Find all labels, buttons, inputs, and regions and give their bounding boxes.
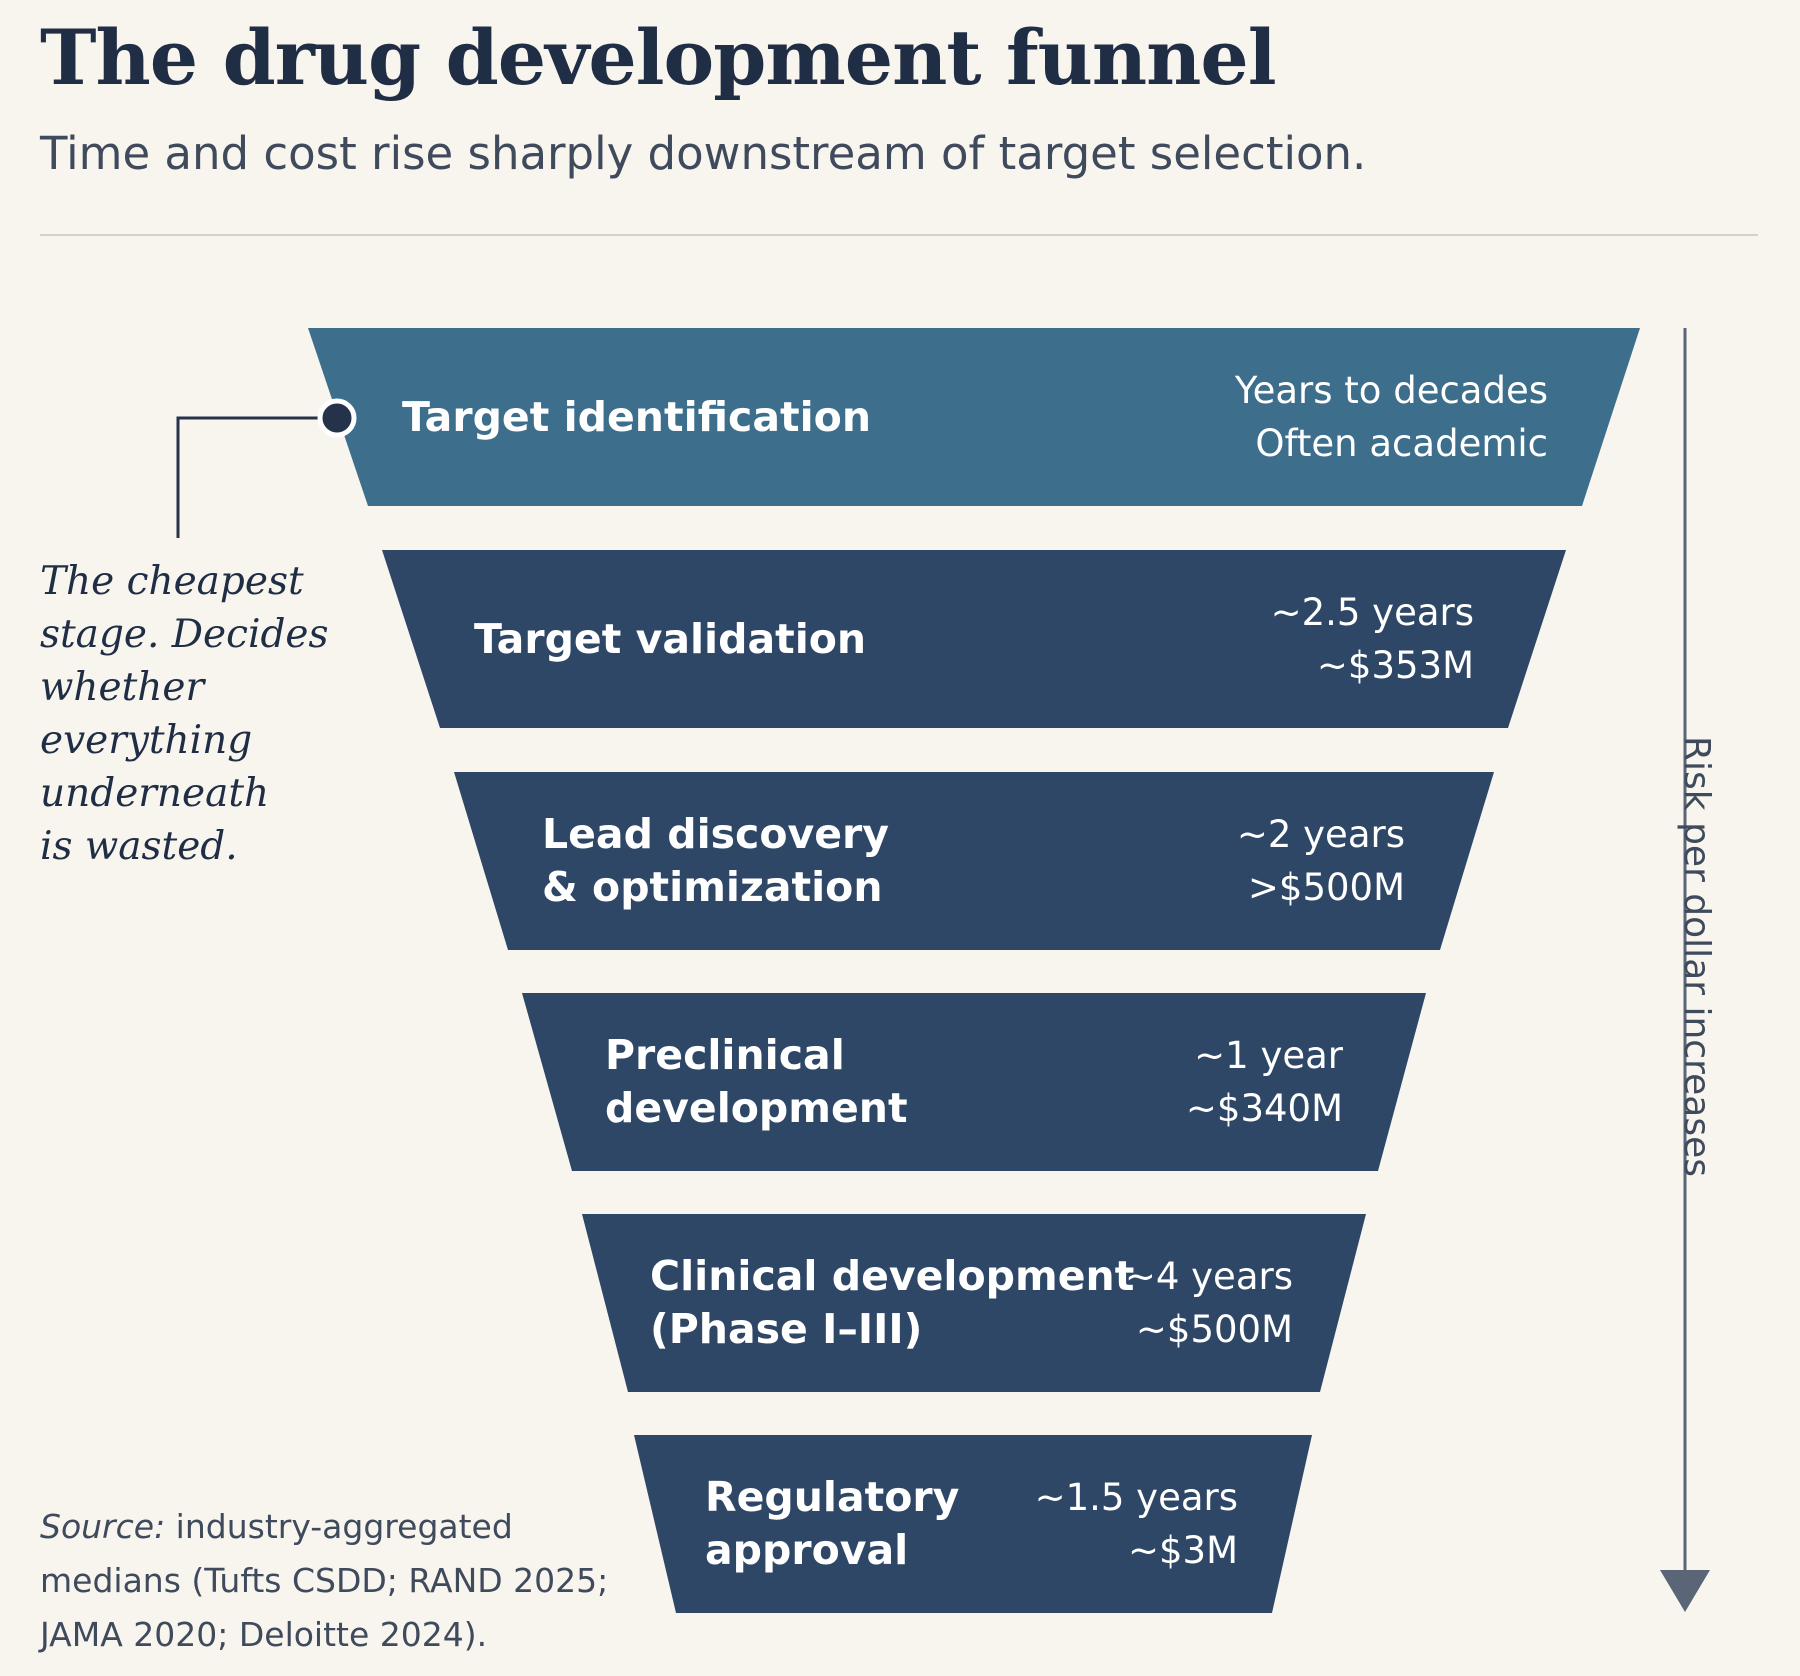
annotation-line: everything — [40, 718, 253, 763]
stage-name: Preclinical development — [605, 1029, 908, 1135]
funnel-stage-shape — [522, 993, 1426, 1171]
stage-cost: ~$500M — [1135, 1308, 1293, 1351]
stage-name-line: Target identification — [402, 392, 872, 441]
stage-name-line: development — [605, 1084, 908, 1132]
header-divider — [40, 234, 1758, 236]
callout-connector — [176, 398, 357, 538]
callout-annotation: The cheapest stage. Decides whether ever… — [40, 555, 329, 873]
page-subtitle: Time and cost rise sharply downstream of… — [40, 127, 1367, 180]
source-line-2: medians (Tufts CSDD; RAND 2025; — [40, 1561, 609, 1600]
stage-cost: ~$340M — [1185, 1087, 1343, 1130]
stage-duration: ~4 years — [1124, 1255, 1293, 1298]
page-title: The drug development funnel — [40, 13, 1277, 102]
stage-name-line: Regulatory — [705, 1473, 960, 1521]
stage-cost: Often academic — [1255, 422, 1548, 465]
stage-cost: ~$353M — [1316, 644, 1474, 687]
risk-axis — [1660, 328, 1710, 1612]
risk-axis-arrowhead — [1660, 1570, 1710, 1612]
annotation-line: The cheapest — [40, 559, 304, 604]
stage-duration: Years to decades — [1234, 369, 1548, 412]
source-text: industry-aggregated — [165, 1507, 513, 1546]
source-label: Source: — [40, 1507, 166, 1546]
stage-meta: ~2.5 years ~$353M — [1271, 586, 1474, 692]
stage-cost: ~$3M — [1127, 1529, 1238, 1572]
source-note: Source: industry-aggregated medians (Tuf… — [40, 1500, 608, 1662]
stage-name-line: Clinical development — [650, 1252, 1135, 1300]
stage-name: Clinical development (Phase I–III) — [650, 1250, 1134, 1356]
source-line-3: JAMA 2020; Deloitte 2024). — [40, 1615, 488, 1654]
annotation-line: underneath — [40, 771, 270, 816]
stage-name: Target validation — [474, 613, 866, 666]
stage-duration: ~2 years — [1236, 813, 1405, 856]
stage-name: Lead discovery & optimization — [542, 808, 889, 914]
stage-name-line: & optimization — [542, 863, 883, 911]
funnel-stage-shape — [454, 772, 1494, 950]
stage-name-line: Target validation — [474, 614, 867, 663]
funnel-stage-shape — [634, 1435, 1312, 1613]
stage-name: Target identification — [402, 391, 871, 444]
stage-meta: ~2 years >$500M — [1237, 808, 1405, 914]
stage-name: Regulatory approval — [705, 1471, 959, 1577]
funnel-stage-shape — [382, 550, 1566, 728]
callout-dot — [317, 398, 357, 438]
funnel-stage-shape — [308, 328, 1640, 506]
stage-name-line: Lead discovery — [542, 810, 889, 858]
annotation-line: is wasted. — [40, 824, 238, 869]
annotation-line: whether — [40, 665, 205, 710]
stage-meta: ~4 years ~$500M — [1125, 1250, 1293, 1356]
stage-name-line: approval — [705, 1526, 909, 1574]
stage-duration: ~1 year — [1194, 1034, 1343, 1077]
stage-cost: >$500M — [1247, 866, 1405, 909]
risk-axis-label: Risk per dollar increases — [1676, 736, 1717, 1177]
stage-name-line: Preclinical — [605, 1031, 845, 1079]
stage-name-line: (Phase I–III) — [650, 1305, 923, 1353]
stage-meta: ~1 year ~$340M — [1186, 1029, 1343, 1135]
stage-duration: ~2.5 years — [1270, 591, 1474, 634]
stage-meta: ~1.5 years ~$3M — [1035, 1471, 1238, 1577]
stage-duration: ~1.5 years — [1034, 1476, 1238, 1519]
source-line-1: Source: industry-aggregated — [40, 1500, 608, 1554]
funnel-stage-shape — [582, 1214, 1366, 1392]
annotation-line: stage. Decides — [40, 612, 329, 657]
callout-line — [176, 416, 318, 538]
